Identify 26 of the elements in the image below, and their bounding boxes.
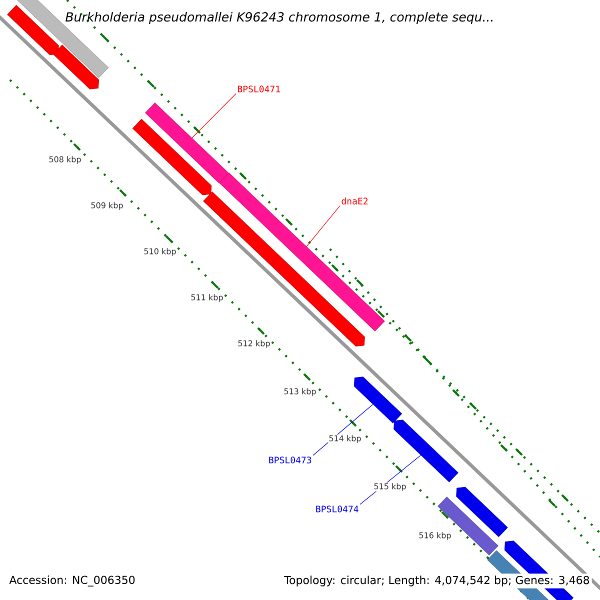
gene-block	[354, 376, 402, 424]
tick-label: 511 kbp	[190, 294, 224, 302]
accession-text: Accession: NC_006350	[9, 576, 135, 586]
leader-line	[306, 205, 340, 247]
tick-label: 513 kbp	[283, 388, 317, 396]
gene-block	[132, 118, 212, 196]
tick-label: 509 kbp	[90, 202, 124, 210]
gene-block	[438, 496, 498, 556]
tick-label: 512 kbp	[237, 340, 271, 348]
gene-block	[394, 420, 458, 482]
tick-label: 515 kbp	[373, 482, 407, 492]
gene-label: BPSL0474	[316, 506, 358, 512]
summary-text: Topology: circular; Length: 4,074,542 bp; Genes: 3,468	[282, 574, 592, 588]
gene-label: BPSL0473	[269, 456, 312, 464]
title: Burkholderia pseudomallei K96243 chromosome 1, complete sequ...	[66, 12, 492, 24]
tick-label: 508 kbp	[48, 156, 82, 164]
tick-label: 514 kbp	[328, 434, 362, 444]
gene-block	[456, 486, 508, 538]
gene-label: dnaE2	[342, 198, 368, 204]
leader-line	[192, 93, 236, 138]
gene-block	[53, 44, 99, 90]
tick-label: 516 kbp	[418, 532, 452, 540]
gene-label: BPSL0471	[238, 86, 280, 92]
gene-block	[145, 102, 229, 184]
tick-label: 510 kbp	[143, 248, 177, 256]
gene-block	[7, 4, 59, 56]
